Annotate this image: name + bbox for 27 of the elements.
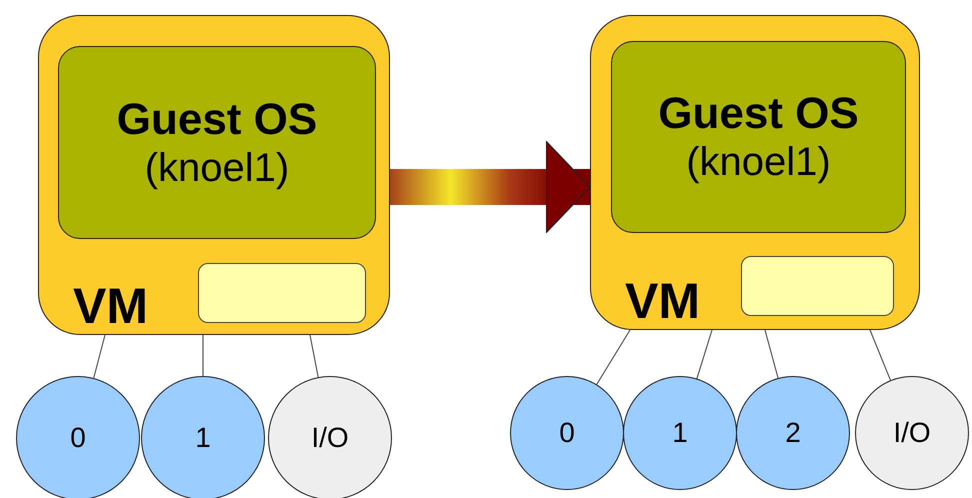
connector-line [870,330,891,381]
guest-os-subtitle: (knoel1) [686,139,831,185]
vm-label: VM [625,273,700,329]
vm-box [590,15,920,330]
guest-os-box [611,41,906,233]
connector-line [596,330,630,385]
guest-os-subtitle: (knoel1) [144,144,290,190]
guest-os-box [58,46,376,239]
emulator-box [198,263,366,323]
connector-line [696,330,712,380]
vm-box [38,15,390,335]
circle-label: 1 [195,422,211,454]
connector-line [310,334,319,378]
circle-label: 2 [785,417,801,449]
connector-line [93,334,106,379]
guest-os-title: Guest OS [116,94,318,144]
transition-arrow [390,140,590,234]
circle-label: I/O [893,417,931,449]
connector-line [764,330,779,378]
circle-label: 1 [672,417,688,449]
circle-label: I/O [311,422,349,454]
connector-line [202,334,204,376]
guest-os-title: Guest OS [658,89,859,139]
circle-label: 0 [70,422,86,454]
circle-label: 0 [559,417,575,449]
emulator-box [741,256,894,316]
vm-label: VM [73,278,148,334]
